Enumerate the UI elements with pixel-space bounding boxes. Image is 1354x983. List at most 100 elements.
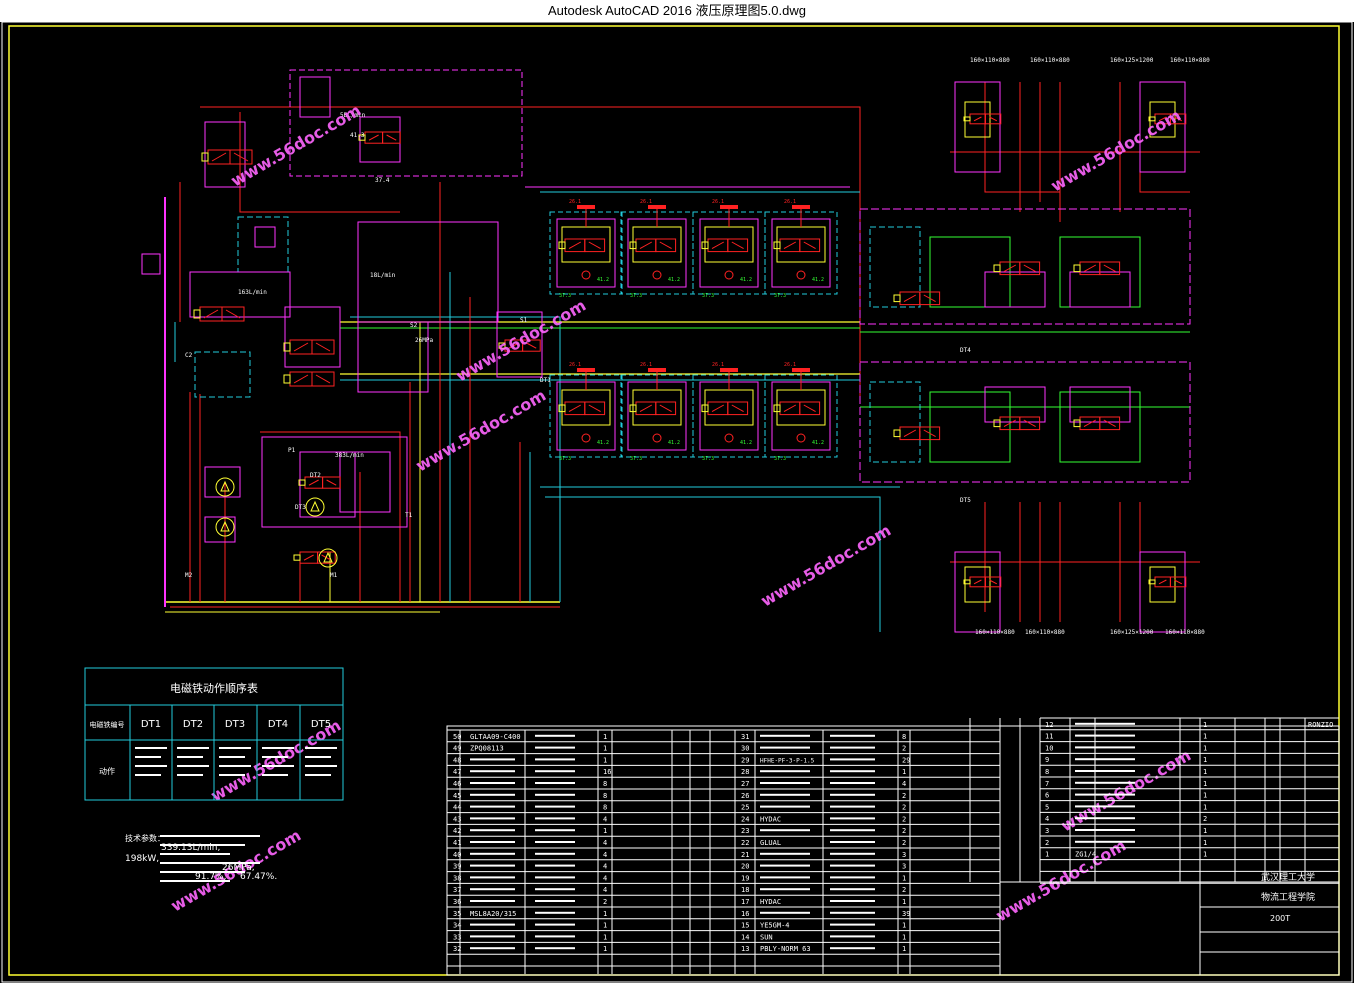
valve-arrow (303, 554, 314, 561)
component-outline (776, 226, 826, 263)
notes-line: 198kW, (125, 854, 159, 864)
text-placeholder (830, 935, 875, 938)
bom-cell: 4 (603, 886, 607, 894)
pipe-line (350, 316, 561, 602)
bom-cell: 8 (1045, 768, 1049, 776)
hydraulic-schematic[interactable]: 383L/min5BL/min18L/min163L/min26MPaC2S1S… (0, 22, 1354, 983)
valve-arrow (731, 404, 744, 413)
diagram-label: 37.3 (774, 456, 786, 462)
diagram-label: 41.2 (597, 440, 609, 446)
bom-cell: 1 (1203, 721, 1207, 729)
table-cell-text (135, 747, 337, 776)
valve-body (311, 339, 335, 355)
header-cell: DT2 (183, 719, 203, 730)
valve-body (727, 401, 749, 416)
bom-cell: 46 (453, 780, 461, 788)
bom-cell: 1 (603, 745, 607, 753)
text-placeholder (262, 774, 288, 776)
valve-arrow (588, 241, 601, 250)
diagram-label: C2 (185, 352, 193, 359)
bom-cell: 14 (741, 933, 749, 941)
bom-cell: 8 (603, 792, 607, 800)
solenoid-coil (773, 404, 781, 413)
valve-arrow (639, 241, 653, 250)
solenoid-coil (193, 309, 201, 319)
valve-arrow (989, 116, 998, 122)
bom-cell: 19 (741, 874, 749, 882)
bom-cell: 1 (1203, 780, 1207, 788)
text-placeholder (830, 947, 875, 950)
outer-frame (1, 22, 1353, 983)
bom-cell: 36 (453, 898, 461, 906)
diagram-label: 18L/min (370, 272, 396, 279)
valve-body (1019, 416, 1041, 431)
bom-cell: 21 (741, 851, 749, 859)
valve-body (1099, 261, 1121, 276)
valve-body (382, 131, 401, 144)
valve-body (799, 238, 821, 253)
bom-cell: 8 (902, 733, 906, 741)
bom-cell: 37 (453, 886, 461, 894)
valve-body (1019, 261, 1041, 276)
bom-cell: 1 (902, 768, 906, 776)
valve-arrow (225, 309, 241, 319)
text-placeholder (760, 805, 810, 808)
component-outline (284, 306, 341, 368)
text-placeholder (305, 747, 337, 749)
valve-body (1169, 113, 1187, 125)
component-outline (869, 381, 921, 463)
bom-cell: SUN (760, 933, 773, 941)
bom-cell: 18 (741, 886, 749, 894)
text-placeholder (1075, 840, 1135, 843)
watermark-text: www.56doc.com (228, 101, 365, 191)
bom-cell: 1 (902, 922, 906, 930)
port-block (577, 205, 595, 209)
valve-body (655, 238, 677, 253)
bom-cell: 1 (902, 874, 906, 882)
pump-arrow (220, 520, 230, 532)
solenoid-coil (993, 264, 1001, 273)
text-placeholder (470, 805, 515, 808)
diagram-label: 41.2 (597, 277, 609, 283)
solenoid-coil (993, 419, 1001, 428)
text-placeholder (760, 770, 810, 773)
bom-cell: 45 (453, 792, 461, 800)
text-placeholder (177, 774, 203, 776)
valve-body (1099, 416, 1121, 431)
valve-body (984, 113, 1002, 125)
valve-arrow (903, 429, 917, 438)
valve-arrow (1158, 116, 1167, 122)
bom-cell: 15 (741, 922, 749, 930)
text-placeholder (135, 747, 167, 749)
valve-arrow (711, 241, 725, 250)
notes-line: 339.13L/min, (161, 843, 220, 853)
diagram-label: T1 (405, 512, 413, 519)
valve-arrow (659, 241, 672, 250)
text-placeholder (160, 853, 230, 855)
diagram-label: 160×110×880 (1170, 57, 1210, 64)
bom-cell: 1 (603, 945, 607, 953)
text-placeholder (1075, 817, 1135, 820)
bom-cell: 1 (902, 898, 906, 906)
valve-arrow (1174, 579, 1183, 585)
text-placeholder (470, 888, 515, 891)
bom-cell: 29 (741, 756, 749, 764)
component-outline (984, 386, 1046, 423)
bom-cell: 48 (453, 756, 461, 764)
text-placeholder (1075, 793, 1135, 796)
component-outline (1139, 551, 1186, 633)
valve-body (655, 401, 677, 416)
text-placeholder (305, 765, 337, 767)
component-outline (859, 208, 1191, 325)
text-placeholder (160, 862, 260, 864)
solenoid-coil (293, 554, 301, 561)
text-placeholder (760, 782, 810, 784)
valve-symbols (141, 113, 1187, 607)
diagram-label: 26.1 (712, 362, 724, 368)
text-placeholder (470, 841, 515, 843)
notes-line: 67.47%. (240, 872, 277, 882)
text-placeholder (535, 817, 575, 820)
solenoid-coil (963, 116, 971, 122)
component-outline (204, 121, 246, 188)
